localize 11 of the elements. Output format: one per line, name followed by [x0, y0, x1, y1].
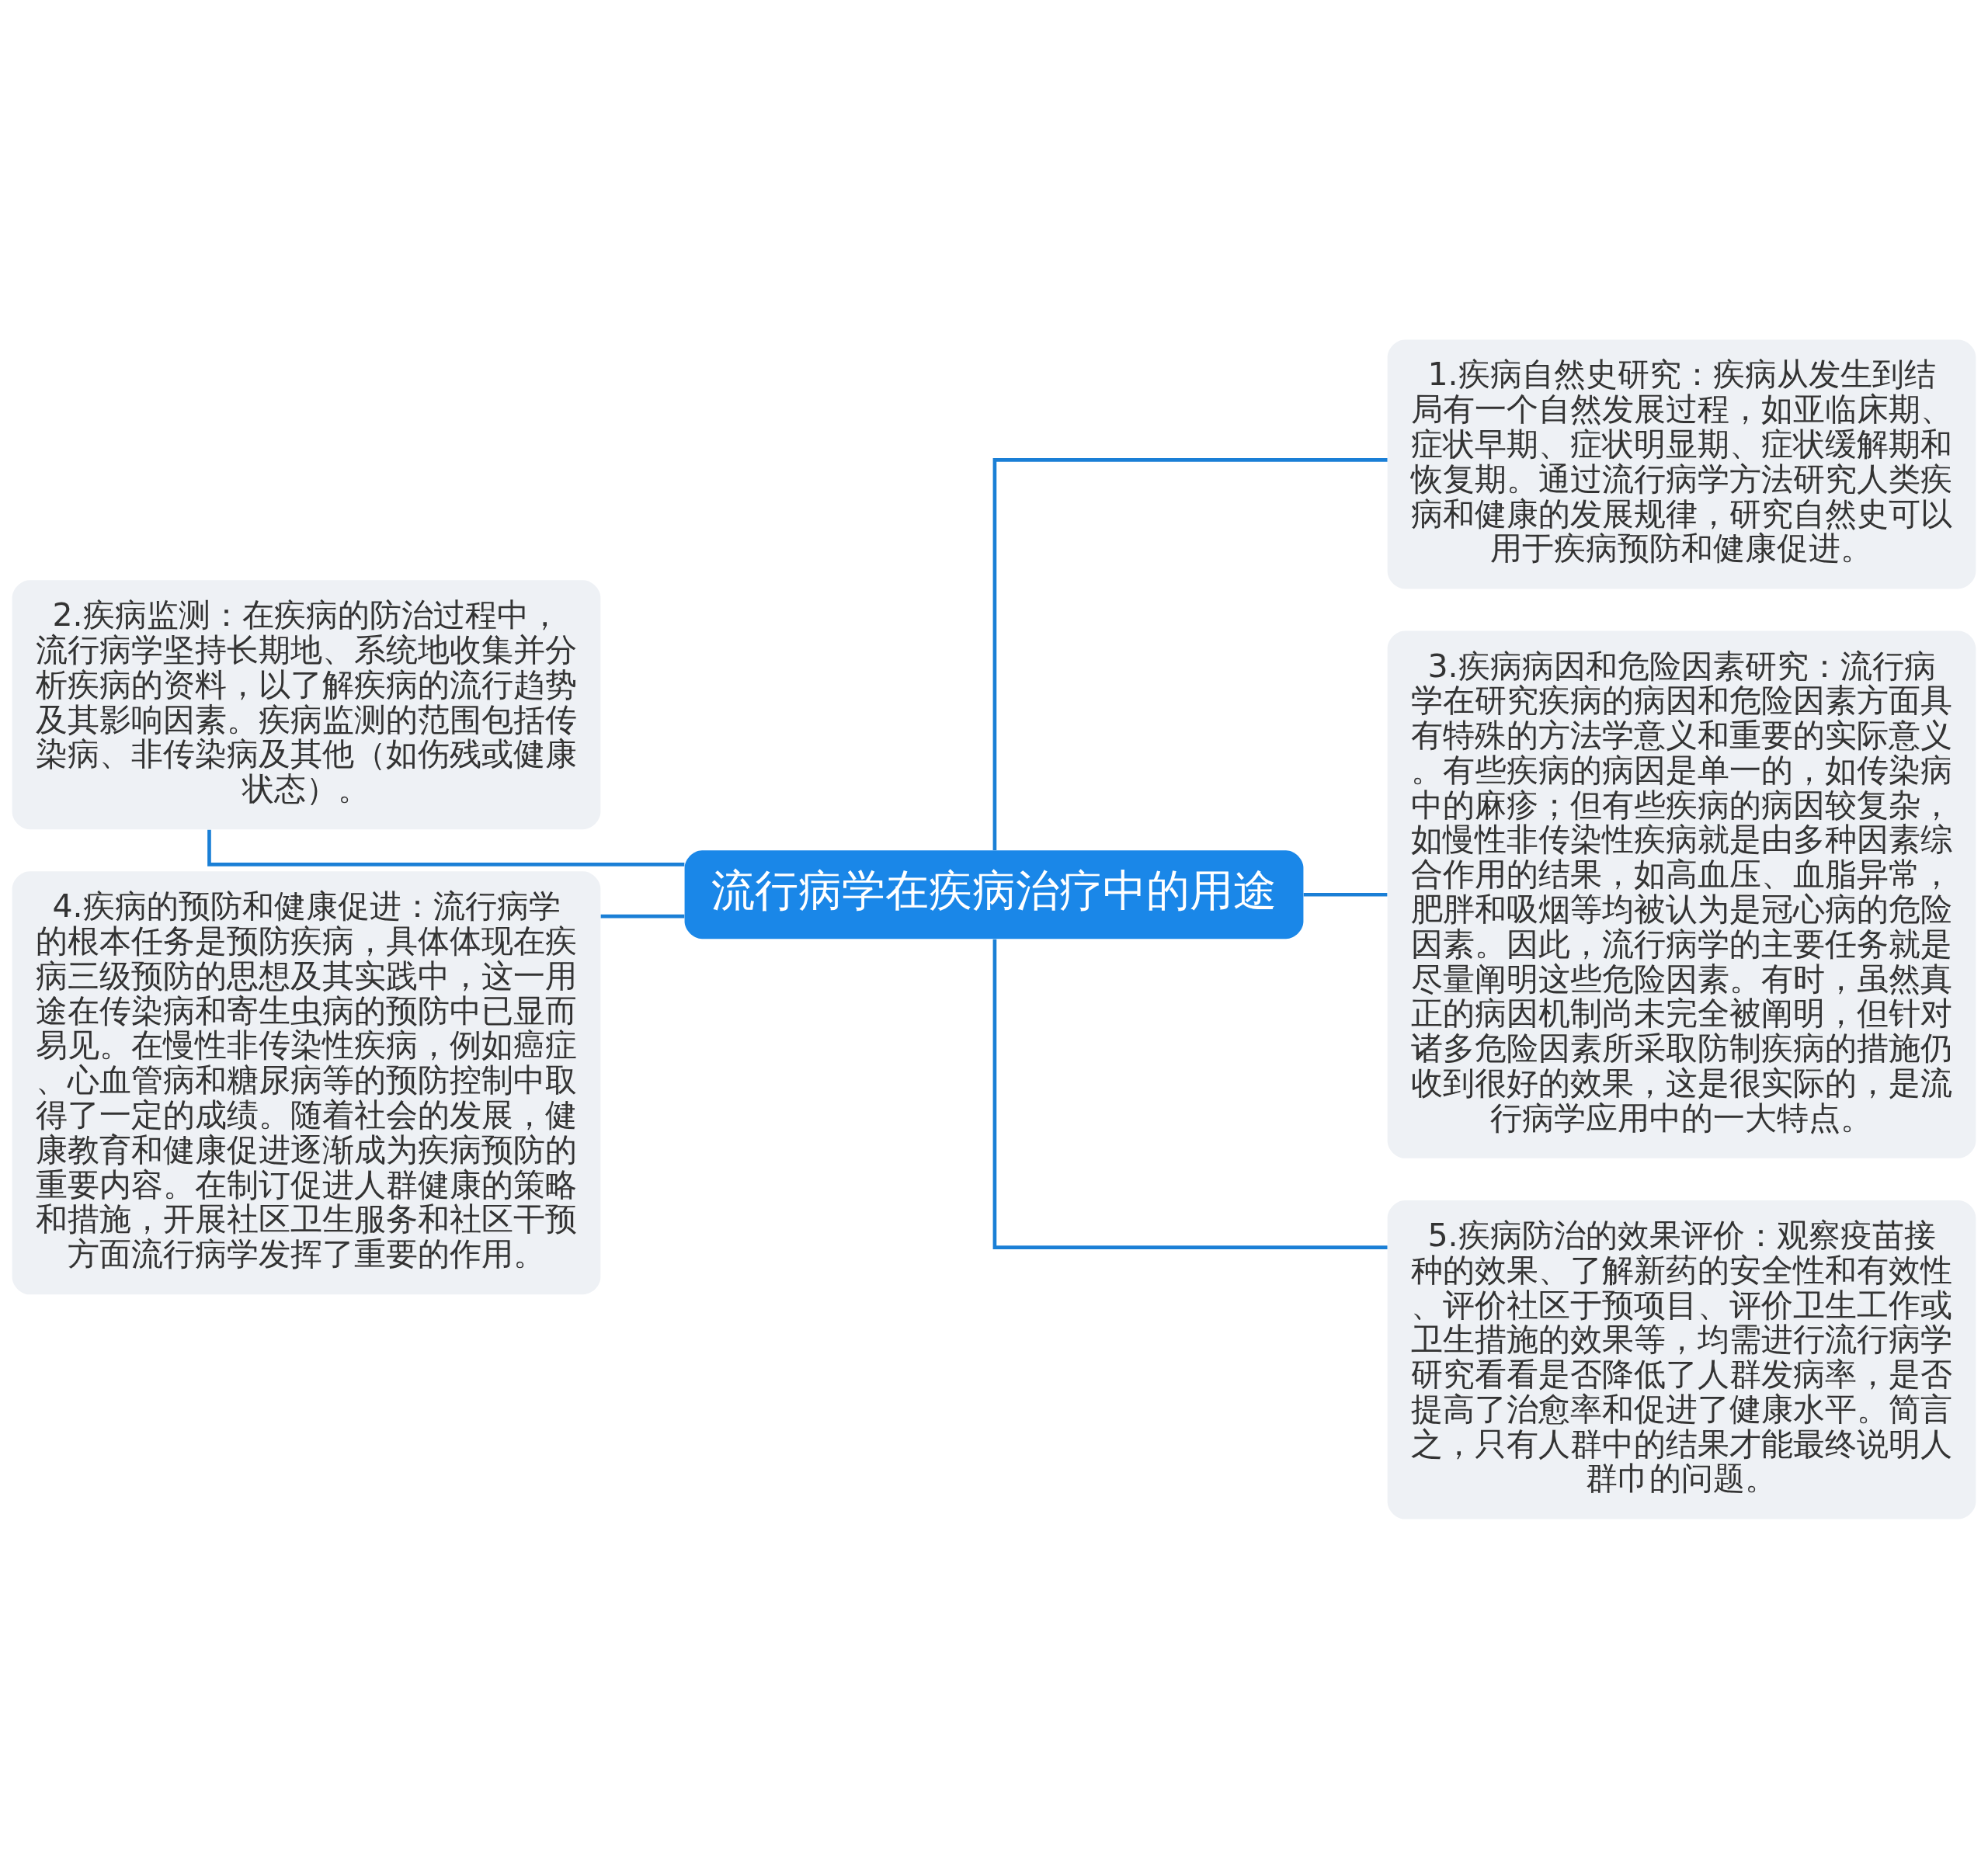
- connector: [992, 457, 1388, 850]
- node-box: 2.疾病监测：在疾病的防治过程中，流行病学坚持长期地、系统地收集并分析疾病的资料，以了解疾病的流行趋势及其影响因素。疾病监测的范围包括传染病、非传染病及其他（如伤残或健康状态）。: [12, 579, 601, 829]
- connector: [207, 829, 685, 866]
- connector: [1303, 892, 1388, 897]
- node-box: 5.疾病防治的效果评价：观察疫苗接种的效果、了解新药的安全性和有效性、评价社区于预项目、评价卫生工作或卫生措施的效果等，均需进行流行病学研究看看是否降低了人群发病率，是否提高了治愈率和促进了健康水平。简言之，只有人群中的结果才能最终说明人群巾的问题。: [1387, 1200, 1976, 1519]
- node-box: 3.疾病病因和危险因素研究：流行病学在研究疾病的病因和危险因素方面具有特殊的方法学意义和重要的实际意义。有些疾病的病因是单一的，如传染病中的麻疹；但有些疾病的病因较复杂，如慢性非传染性疾病就是由多种因素综合作用的结果，如高血压、血脂异常，肥胖和吸烟等均被认为是冠心病的危险因素。因此，流行病学的主要任务就是尽量阐明这些危险因素。有时，虽然真正的病因机制尚未完全被阐明，但针对诸多危险因素所采取防制疾病的措施仍收到很好的效果，这是很实际的，是流行病学应用中的一大特点。: [1387, 630, 1976, 1158]
- node-box: 1.疾病自然史研究：疾病从发生到结局有一个自然发展过程，如亚临床期、症状早期、症状明显期、症状缓解期和恢复期。通过流行病学方法研究人类疾病和健康的发展规律，研究自然史可以用于疾病预防和健康促进。: [1387, 339, 1976, 589]
- connector: [992, 939, 1388, 1249]
- node-box: 流行病学在疾病治疗中的用途: [684, 849, 1304, 939]
- connector: [600, 914, 685, 919]
- node-box: 4.疾病的预防和健康促进：流行病学的根本任务是预防疾病，具体体现在疾病三级预防的思想及其实践中，这一用途在传染病和寄生虫病的预防中已显而易见。在慢性非传染性疾病，例如癌症、心血管病和糖尿病等的预防控制中取得了一定的成绩。随着社会的发展，健康教育和健康促进逐渐成为疾病预防的重要内容。在制订促进人群健康的策略和措施，开展社区卫生服务和社区干预方面流行病学发挥了重要的作用。: [12, 870, 601, 1294]
